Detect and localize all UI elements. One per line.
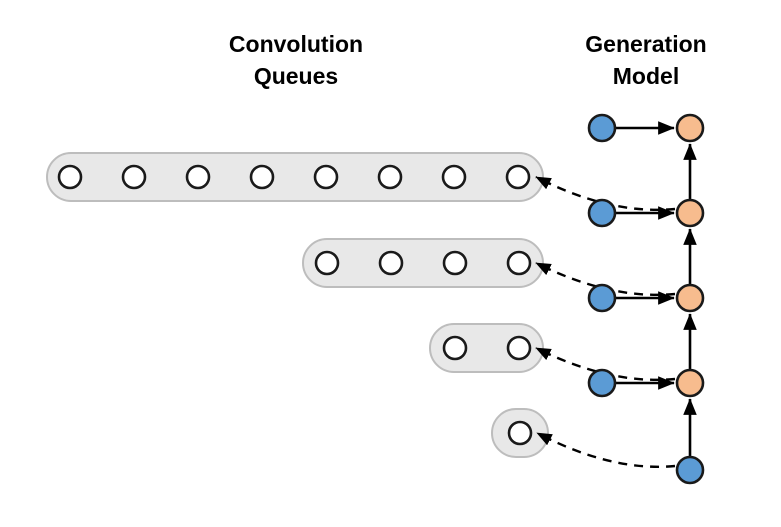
queue-feedback-arrow-4 (536, 431, 676, 468)
queue-cell[interactable] (378, 250, 404, 276)
queue-cell[interactable] (57, 164, 83, 190)
queue-cell[interactable] (377, 164, 403, 190)
output-node-5[interactable] (675, 455, 705, 485)
queue-cell[interactable] (506, 335, 532, 361)
queue-cell[interactable] (441, 164, 467, 190)
input-node-3[interactable] (587, 283, 617, 313)
generation-model-heading-line2: Model (613, 63, 679, 89)
queue-cell[interactable] (505, 164, 531, 190)
convolution-queues-heading-line2: Queues (254, 63, 338, 89)
output-node-4[interactable] (675, 368, 705, 398)
input-node-1[interactable] (587, 113, 617, 143)
queue-cell[interactable] (249, 164, 275, 190)
input-node-2[interactable] (587, 198, 617, 228)
generation-nodes-group (587, 113, 705, 485)
convolution-queue-row-2[interactable] (302, 238, 544, 288)
convolution-queues-heading-line1: Convolution (229, 31, 363, 57)
convolution-queue-row-1[interactable] (46, 152, 544, 202)
convolution-queues-heading: Convolution Queues (229, 31, 363, 89)
convolution-queue-row-3[interactable] (429, 323, 544, 373)
queue-cell[interactable] (442, 250, 468, 276)
output-node-2[interactable] (675, 198, 705, 228)
generation-model-heading-line1: Generation (585, 31, 706, 57)
queue-cell[interactable] (313, 164, 339, 190)
convolution-queues-group (46, 152, 549, 458)
output-node-3[interactable] (675, 283, 705, 313)
input-node-4[interactable] (587, 368, 617, 398)
queue-cell[interactable] (314, 250, 340, 276)
output-node-1[interactable] (675, 113, 705, 143)
queue-cell[interactable] (121, 164, 147, 190)
queue-cell[interactable] (185, 164, 211, 190)
generation-model-heading: Generation Model (585, 31, 706, 89)
queue-cell[interactable] (442, 335, 468, 361)
convolution-queue-row-1-capsule (46, 152, 544, 202)
queue-cell[interactable] (506, 250, 532, 276)
convolution-queue-row-4[interactable] (491, 408, 549, 458)
queue-cell[interactable] (507, 420, 533, 446)
